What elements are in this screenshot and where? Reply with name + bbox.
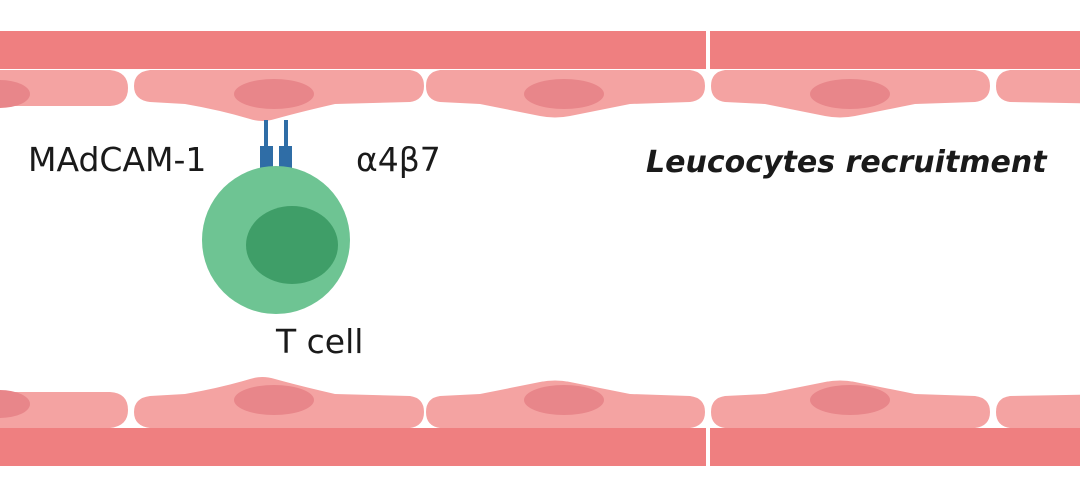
madcam-label: MAdCAM-1 bbox=[28, 140, 207, 179]
nucleus-icon bbox=[0, 80, 30, 108]
top-wall-band-left bbox=[0, 31, 706, 69]
endothelial-cell-icon bbox=[996, 394, 1080, 428]
nucleus-icon bbox=[0, 390, 30, 418]
integrin-stalk bbox=[284, 120, 288, 148]
nucleus-icon bbox=[234, 385, 314, 415]
bottom-wall-band-left bbox=[0, 428, 706, 466]
endothelial-cell-icon bbox=[996, 70, 1080, 104]
madcam-stalk bbox=[264, 120, 268, 148]
nucleus-icon bbox=[524, 385, 604, 415]
bottom-wall-band-right bbox=[710, 428, 1080, 466]
integrin-label: α4β7 bbox=[356, 140, 441, 179]
t-cell-nucleus bbox=[246, 206, 338, 284]
endothelial-cell-icon bbox=[0, 70, 128, 106]
endothelial-cell-icon bbox=[0, 392, 128, 428]
nucleus-icon bbox=[810, 79, 890, 109]
integrin-receptor-icon bbox=[260, 120, 292, 174]
top-vessel-wall bbox=[0, 31, 1080, 121]
nucleus-icon bbox=[234, 79, 314, 109]
t-cell-icon bbox=[202, 166, 350, 314]
nucleus-icon bbox=[524, 79, 604, 109]
top-wall-band-right bbox=[710, 31, 1080, 69]
bottom-vessel-wall bbox=[0, 377, 1080, 466]
t-cell-label: T cell bbox=[276, 322, 364, 361]
diagram-title: Leucocytes recruitment bbox=[646, 145, 1047, 180]
nucleus-icon bbox=[810, 385, 890, 415]
